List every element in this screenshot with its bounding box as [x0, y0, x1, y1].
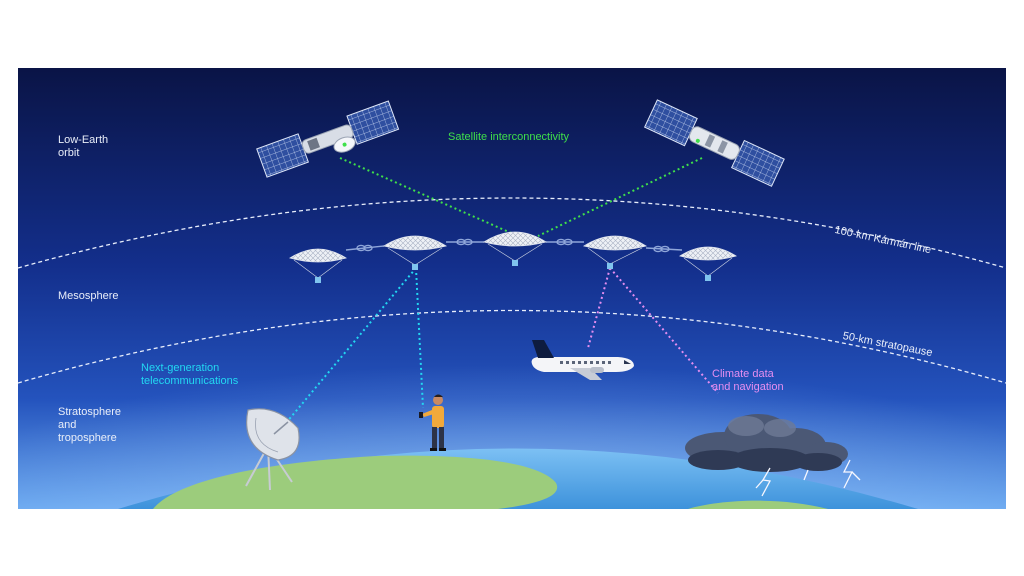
label-low-earth-orbit: Low-Earth orbit: [58, 134, 109, 159]
telecom-links: [285, 267, 424, 424]
chain-link-icon: [345, 238, 683, 253]
balloon-icon: [383, 235, 447, 270]
dish-antenna-icon: [245, 408, 300, 491]
satellite-icon: [256, 100, 400, 178]
earth-land-right: [688, 500, 828, 509]
earth-land: [153, 455, 558, 509]
diagram-panel: Low-Earth orbit Mesosphere Stratosphere …: [18, 68, 1006, 509]
balloon-icon: [583, 235, 647, 269]
label-stratosphere-troposphere: Stratosphere and troposphere: [58, 406, 121, 444]
label-next-generation-telecommunications: Next-generation telecommunications: [141, 362, 239, 387]
label-climate-data-navigation: Climate data and navigation: [712, 368, 784, 393]
storm-cloud-icon: [685, 414, 848, 472]
satellite-icon: [643, 99, 785, 187]
scene: [18, 68, 1006, 509]
label-mesosphere: Mesosphere: [58, 290, 119, 302]
balloon-icon: [289, 248, 347, 283]
lightning-icon: [755, 459, 861, 497]
balloon-icon: [679, 246, 737, 281]
airplane-icon: [531, 340, 634, 380]
satellite-links: [339, 157, 703, 237]
stratopause-line: [18, 309, 1006, 384]
label-satellite-interconnectivity: Satellite interconnectivity: [448, 131, 570, 143]
climate-links: [587, 267, 719, 394]
person-phone-icon: [419, 394, 446, 451]
karman-line: [18, 197, 1006, 269]
balloon-icon: [483, 231, 547, 266]
